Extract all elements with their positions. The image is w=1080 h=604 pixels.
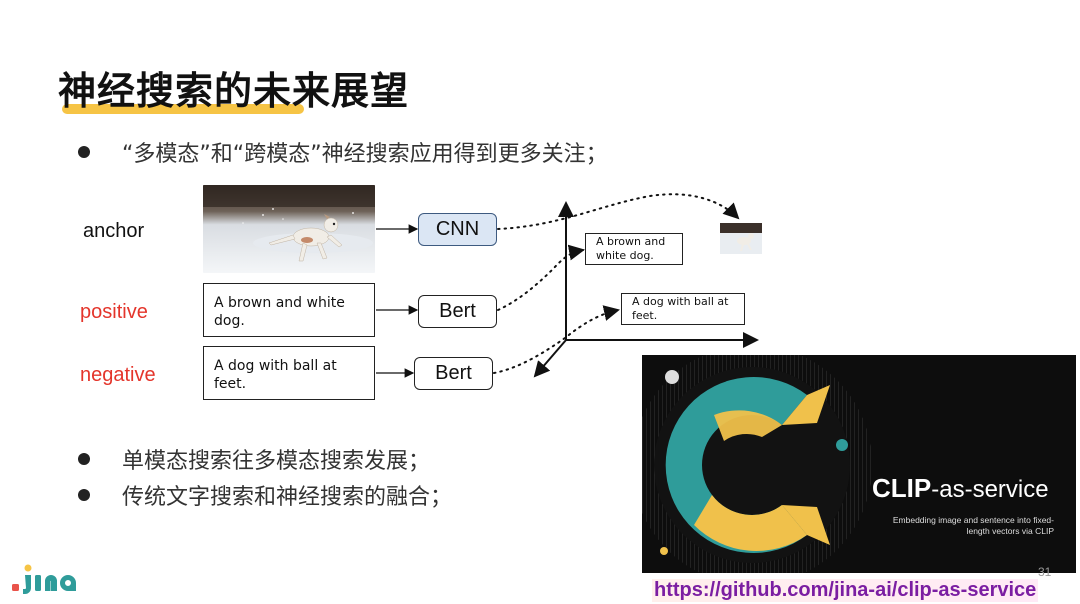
clip-brand-bold: CLIP	[872, 473, 932, 503]
bullet-text: 传统文字搜索和神经搜索的融合；	[122, 485, 453, 510]
title-underline	[62, 104, 304, 114]
bullet-dot-icon	[78, 489, 90, 501]
positive-label: positive	[80, 301, 148, 323]
bullet-text: “多模态”和“跨模态”神经搜索应用得到更多关注；	[122, 142, 608, 167]
github-url[interactable]: https://github.com/jina-ai/clip-as-servi…	[652, 579, 1039, 602]
negative-label: negative	[80, 364, 156, 386]
clip-title: CLIP-as-service	[872, 473, 1049, 504]
bullet-item: “多模态”和“跨模态”神经搜索应用得到更多关注；	[78, 136, 608, 168]
embedding-label-positive: A brown and white dog.	[585, 233, 683, 265]
clip-as-service-banner: CLIP-as-service Embedding image and sent…	[642, 355, 1076, 573]
slide-title: 神经搜索的未来展望	[58, 69, 410, 113]
bullet-item: 传统文字搜索和神经搜索的融合；	[78, 479, 452, 511]
dotted-bert-negative-projection	[493, 305, 620, 374]
jina-logo	[12, 564, 76, 594]
clip-brand-rest: -as-service	[931, 476, 1049, 503]
z-axis	[533, 339, 567, 378]
bullet-item: 单模态搜索往多模态搜索发展；	[78, 443, 430, 475]
title-block: 神经搜索的未来展望	[58, 60, 409, 115]
positive-text-box: A brown and white dog.	[203, 283, 375, 337]
clip-logo-graphic	[642, 355, 872, 573]
embedded-dog-thumbnail	[720, 223, 762, 254]
anchor-label: anchor	[83, 220, 145, 242]
anchor-dog-image	[203, 185, 375, 273]
negative-text-box: A dog with ball at feet.	[203, 346, 375, 400]
bert-model-box-negative: Bert	[414, 357, 493, 390]
dotted-cnn-projection	[497, 193, 740, 230]
cnn-model-box: CNN	[418, 213, 497, 246]
dotted-bert-positive-projection	[497, 244, 585, 311]
bullet-dot-icon	[78, 453, 90, 465]
clip-subtitle: Embedding image and sentence into fixed-…	[892, 515, 1054, 536]
embedding-label-negative: A dog with ball at feet.	[621, 293, 745, 325]
page-number: 31	[1038, 565, 1052, 579]
bullet-text: 单模态搜索往多模态搜索发展；	[122, 449, 431, 474]
bert-model-box-positive: Bert	[418, 295, 497, 328]
bullet-dot-icon	[78, 146, 90, 158]
